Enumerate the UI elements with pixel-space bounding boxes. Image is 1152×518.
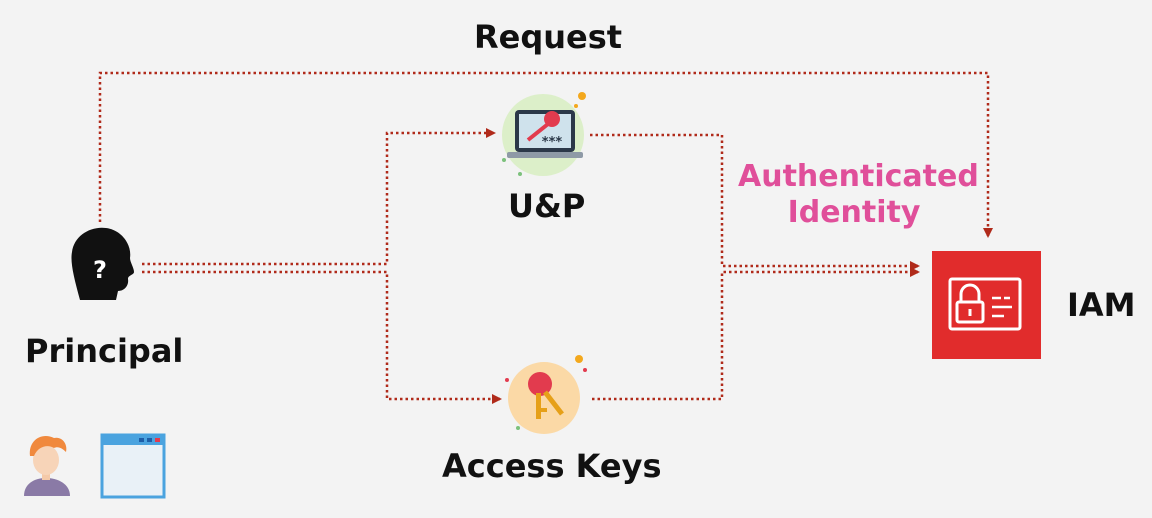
svg-text:?: ?: [93, 256, 107, 284]
iam-identity-card-icon: [932, 251, 1041, 359]
principal-label: Principal: [25, 332, 184, 370]
iam-label: IAM: [1067, 286, 1136, 324]
browser-window-icon: [100, 433, 166, 499]
access-keys-to-iam-connector: [592, 267, 920, 401]
laptop-key-password-icon: ***: [502, 92, 586, 176]
up-to-iam-connector: [590, 133, 920, 271]
svg-text:***: ***: [542, 135, 563, 150]
principal-to-up-connector: [142, 128, 496, 266]
principal-silhouette-icon: ?: [71, 227, 134, 300]
access-keys-label: Access Keys: [442, 447, 662, 485]
authenticated-identity-label: Authenticated Identity: [738, 159, 979, 230]
user-avatar-icon: [24, 436, 70, 496]
request-connector: [98, 71, 993, 238]
keys-icon: [505, 355, 587, 434]
request-label: Request: [474, 18, 623, 56]
up-label: U&P: [508, 187, 586, 225]
principal-to-access-keys-connector: [142, 270, 502, 404]
